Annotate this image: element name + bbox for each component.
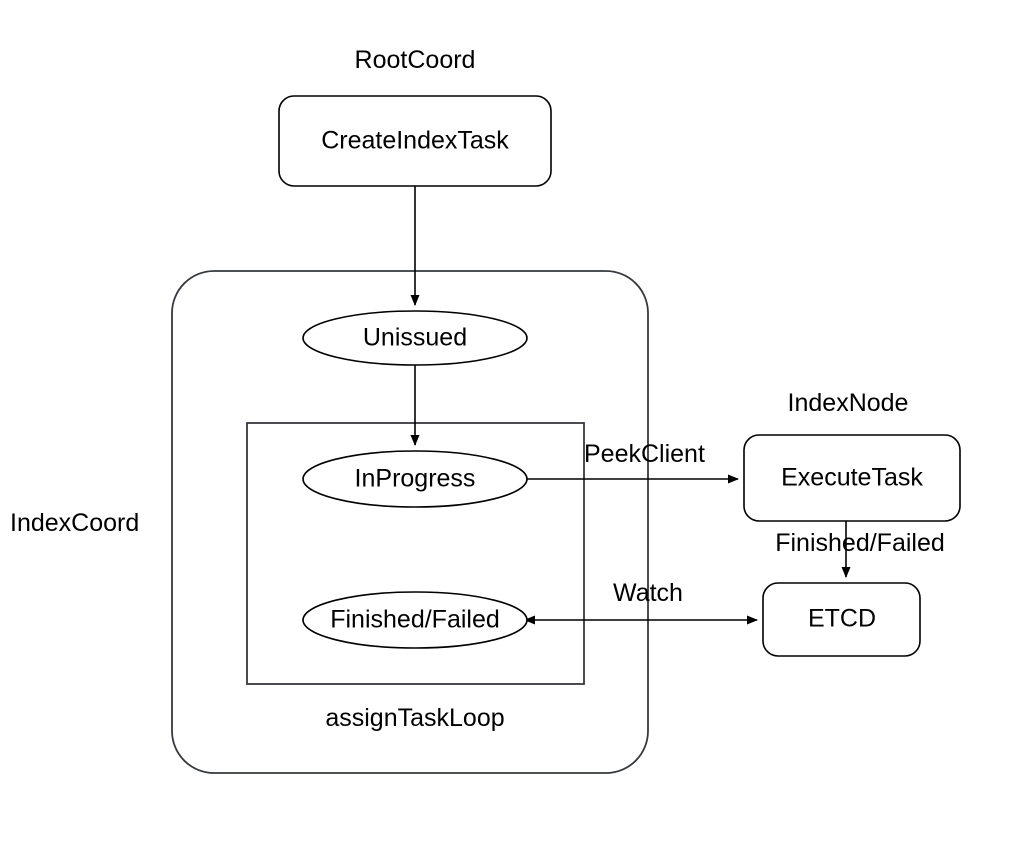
node-shape-etcd xyxy=(762,582,921,657)
node-label-create-index-task: CreateIndexTask xyxy=(321,127,509,155)
edge-label-finished-failed: Finished/Failed xyxy=(775,529,945,557)
group-label-assigntaskloop: assignTaskLoop xyxy=(325,704,504,732)
node-shape-in-progress xyxy=(302,450,528,508)
group-container-indexcoord xyxy=(171,270,649,774)
node-shape-create-index-task xyxy=(278,95,552,187)
group-label-rootcoord: RootCoord xyxy=(355,46,476,74)
node-finished-failed-state[interactable]: Finished/Failed xyxy=(302,591,528,649)
node-create-index-task[interactable]: CreateIndexTask xyxy=(278,95,552,187)
edge-label-peekclient: PeekClient xyxy=(584,440,705,468)
node-in-progress[interactable]: InProgress xyxy=(302,450,528,508)
node-label-etcd: ETCD xyxy=(808,605,876,633)
node-etcd[interactable]: ETCD xyxy=(762,582,921,657)
node-unissued[interactable]: Unissued xyxy=(302,310,528,366)
node-shape-execute-task xyxy=(743,434,961,522)
node-shape-unissued xyxy=(302,310,528,366)
node-label-unissued: Unissued xyxy=(363,324,467,352)
node-label-execute-task: ExecuteTask xyxy=(781,464,923,492)
node-label-finished-failed-state: Finished/Failed xyxy=(330,606,500,634)
edge-label-watch: Watch xyxy=(613,579,683,607)
group-label-indexnode: IndexNode xyxy=(788,389,909,417)
node-execute-task[interactable]: ExecuteTask xyxy=(743,434,961,522)
node-shape-finished-failed-state xyxy=(302,591,528,649)
group-label-indexcoord: IndexCoord xyxy=(10,509,139,537)
node-label-in-progress: InProgress xyxy=(355,465,476,493)
